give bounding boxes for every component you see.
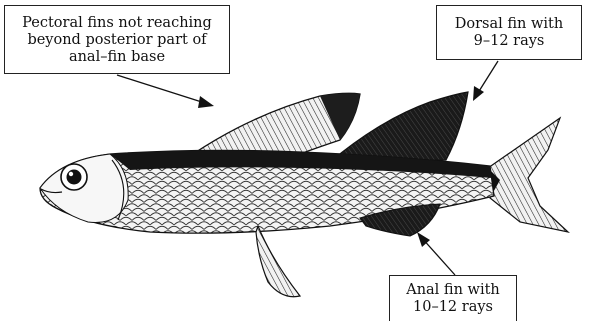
pelvic-fin — [256, 226, 300, 297]
caudal-fin — [488, 118, 568, 232]
pectoral-label-line-2: beyond posterior part of — [5, 32, 229, 49]
arrow-pectoral — [117, 75, 214, 108]
pectoral-fin-label: Pectoral fins not reaching beyond poster… — [4, 5, 230, 74]
dorsal-label-line-2: 9–12 rays — [437, 33, 581, 50]
pectoral-label-line-1: Pectoral fins not reaching — [5, 15, 229, 32]
arrow-anal — [417, 232, 455, 275]
eye — [61, 164, 87, 190]
pectoral-label-line-3: anal–fin base — [5, 49, 229, 66]
dorsal-fin-label: Dorsal fin with 9–12 rays — [436, 5, 582, 60]
anal-label-line-2: 10–12 rays — [390, 299, 516, 316]
anal-label-line-1: Anal fin with — [390, 282, 516, 299]
anal-fin-label: Anal fin with 10–12 rays — [389, 275, 517, 321]
arrow-dorsal — [473, 61, 498, 101]
dorsal-label-line-1: Dorsal fin with — [437, 16, 581, 33]
